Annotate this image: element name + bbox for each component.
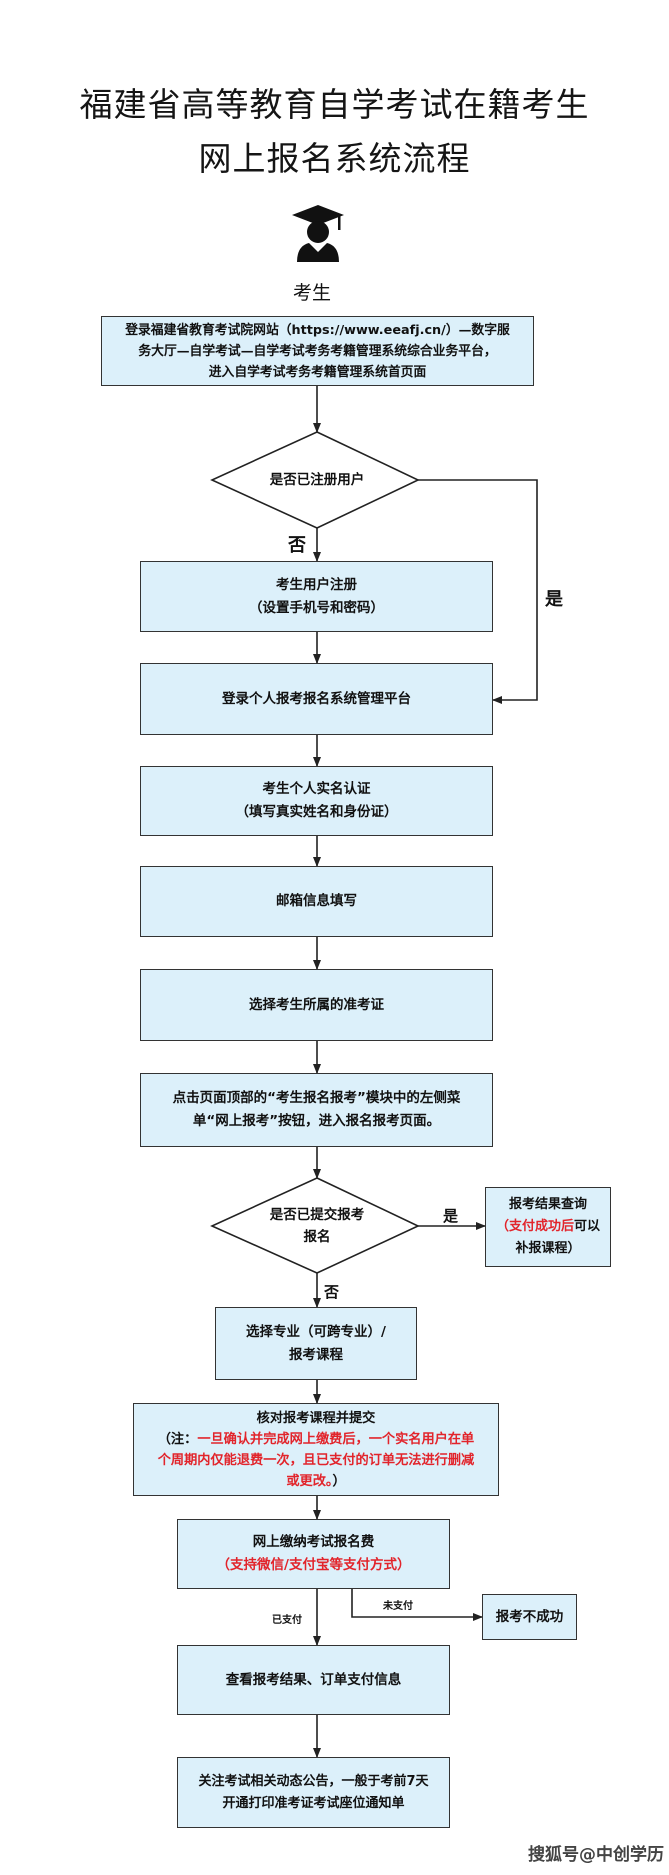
verify-note-red-3: 或更改。 [286,1473,333,1489]
step-email-text: 邮箱信息填写 [276,893,357,909]
step-result-query-line3: 补报课程） [515,1241,581,1256]
result-query-note-red: （支付成功后 [495,1219,574,1234]
step-result-query-line1: 报考结果查询 [508,1197,587,1212]
step-check-result-text: 查看报考结果、订单支付信息 [225,1671,402,1688]
label-no-2: 否 [324,1283,340,1301]
step-fail-text: 报考不成功 [495,1608,564,1625]
step-verify-line2: （注：一旦确认并完成网上缴费后，一个实名用户在单 [158,1429,475,1450]
verify-note-red-1: 一旦确认并完成网上缴费后，一个实名用户在单 [197,1431,475,1447]
step-admission-box: 选择考生所属的准考证 [140,969,493,1041]
step-notice-line2: 开通打印准考证考试座位通知单 [222,1795,405,1811]
student-icon [292,205,344,262]
decision-submitted-text: 是否已提交报考 报名 [212,1204,422,1248]
step-result-query-line2: （支付成功后可以 [496,1216,600,1238]
decision-submitted-diamond [210,1177,420,1274]
step-notice-line1: 关注考试相关动态公告，一般于考前7天 [198,1773,429,1789]
step-notice-box: 关注考试相关动态公告，一般于考前7天 开通打印准考证考试座位通知单 [177,1757,450,1828]
step-pay-line2: （支持微信/支付宝等支付方式） [216,1557,411,1573]
step-login-platform-text: 登录个人报考报名系统管理平台 [222,690,411,707]
result-query-note-black: 可以 [574,1219,601,1234]
step-login-site-line3: 进入自学考试考务考籍管理系统首页面 [208,364,427,380]
step-login-site-box: 登录福建省教育考试院网站（https://www.eeafj.cn/）—数字服 … [101,316,534,386]
label-yes-1: 是 [545,589,563,610]
label-paid: 已支付 [272,1615,302,1626]
step-choose-major-line1: 选择专业（可跨专业）/ [246,1323,386,1340]
step-admission-text: 选择考生所属的准考证 [249,996,384,1013]
step-register-line2: （设置手机号和密码） [249,599,384,616]
verify-note-prefix: （注： [157,1431,198,1447]
decision-registered-diamond [210,431,420,529]
decision-registered-text: 是否已注册用户 [269,472,365,488]
arrow-unpaid-to-fail [351,1589,483,1621]
step-check-result-box: 查看报考结果、订单支付信息 [177,1645,450,1715]
step-result-query-box: 报考结果查询 （支付成功后可以 补报课程） [485,1187,611,1267]
step-pay-line1: 网上缴纳考试报名费 [252,1534,375,1550]
step-click-menu-box: 点击页面顶部的“考生报名报考”模块中的左侧菜 单“网上报考”按钮，进入报名报考页… [140,1073,493,1147]
step-verify-line1: 核对报考课程并提交 [256,1410,376,1426]
step-fail-box: 报考不成功 [482,1594,577,1640]
step-verify-box: 核对报考课程并提交 （注：一旦确认并完成网上缴费后，一个实名用户在单 个周期内仅… [133,1403,499,1496]
step-realname-line1: 考生个人实名认证 [262,781,371,797]
label-unpaid: 未支付 [383,1601,413,1612]
step-realname-line2: （填写真实姓名和身份证） [235,804,398,820]
arrow-yes-to-platform [418,479,538,704]
step-click-menu-line2: 单“网上报考”按钮，进入报名报考页面。 [192,1113,441,1129]
step-login-platform-box: 登录个人报考报名系统管理平台 [140,663,493,735]
step-login-site-line2: 务大厅—自学考试—自学考试考务考籍管理系统综合业务平台， [138,343,497,359]
step-login-site-line1: 登录福建省教育考试院网站（https://www.eeafj.cn/）—数字服 [125,322,510,338]
step-register-box: 考生用户注册 （设置手机号和密码） [140,561,493,632]
step-email-box: 邮箱信息填写 [140,866,493,937]
verify-note-red-2: 个周期内仅能退费一次，且已支付的订单无法进行删减 [157,1452,475,1468]
verify-note-suffix: ） [332,1473,346,1489]
step-realname-box: 考生个人实名认证 （填写真实姓名和身份证） [140,766,493,836]
step-choose-major-line2: 报考课程 [289,1346,343,1363]
label-no-1: 否 [288,535,306,556]
page-title-line1: 福建省高等教育自学考试在籍考生 [79,85,590,124]
step-pay-box: 网上缴纳考试报名费 （支持微信/支付宝等支付方式） [177,1519,450,1589]
page-title-line2: 网上报名系统流程 [198,139,471,178]
actor-label: 考生 [293,282,332,304]
step-choose-major-box: 选择专业（可跨专业）/ 报考课程 [215,1307,417,1380]
step-verify-line4: 或更改。） [286,1471,345,1492]
watermark-text: 搜狐号@中创学历 [528,1845,664,1865]
step-click-menu-line1: 点击页面顶部的“考生报名报考”模块中的左侧菜 [172,1090,461,1106]
decision-submitted-line2: 报名 [303,1229,331,1245]
label-yes-2: 是 [443,1207,459,1225]
step-register-line1: 考生用户注册 [276,576,357,593]
decision-submitted-line1: 是否已提交报考 [269,1207,365,1223]
